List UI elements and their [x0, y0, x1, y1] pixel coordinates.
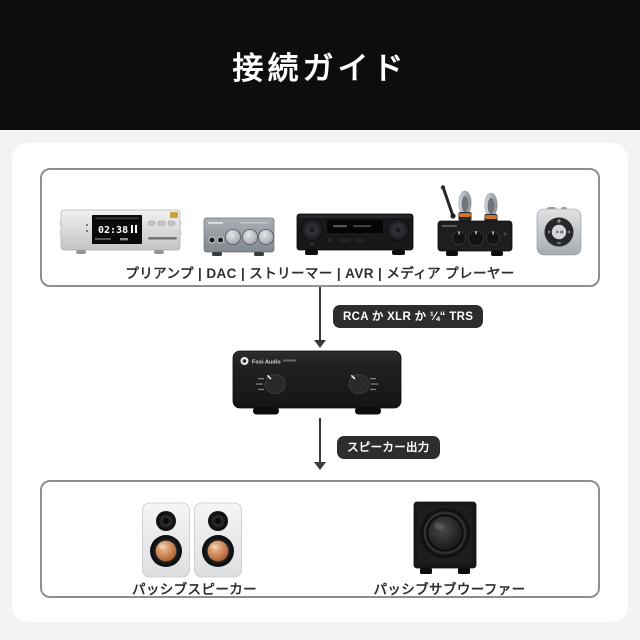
passive-speakers-caption: パッシブスピーカー	[131, 582, 258, 597]
bookshelf-speaker-left	[142, 502, 190, 578]
sources-device-row: 02:38	[42, 170, 598, 258]
header-banner: 接続ガイド	[0, 0, 640, 130]
screen-time: 02:38	[98, 225, 128, 236]
passive-speakers-image	[142, 502, 242, 578]
arrow-down-icon	[314, 340, 326, 348]
amp-brand-text: Fosi Audio	[252, 359, 281, 365]
bluetooth-tube-preamp-image	[437, 185, 512, 256]
passive-subwoofer-image	[413, 500, 477, 576]
passive-speakers-svg	[142, 502, 242, 578]
output-connection-badge: スピーカー出力	[337, 436, 440, 459]
arrow-line-output	[319, 418, 321, 463]
avr-receiver-image	[296, 213, 413, 255]
preamp-streamer-image: 02:38	[58, 209, 182, 254]
bookshelf-speaker-right	[194, 502, 242, 578]
input-connection-badge: RCA か XLR か ¼“ TRS	[333, 305, 484, 328]
headphone-dac-image	[203, 217, 274, 256]
sources-caption: プリアンプ | DAC | ストリーマー | AVR | メディア プレーヤー	[125, 266, 515, 281]
sources-box: 02:38	[40, 168, 600, 287]
arrow-down-icon	[314, 462, 326, 470]
passive-subwoofer-svg	[413, 501, 477, 574]
amplifier-image: Fosi Audio	[231, 348, 403, 418]
outputs-box: パッシブスピーカー パッシブサブウーファー	[40, 480, 600, 598]
page-title: 接続ガイド	[232, 50, 408, 86]
arrow-line-input	[319, 287, 321, 341]
amplifier-svg: Fosi Audio	[232, 350, 402, 415]
passive-subwoofer-caption: パッシブサブウーファー	[373, 582, 526, 597]
media-player-image	[536, 207, 581, 256]
